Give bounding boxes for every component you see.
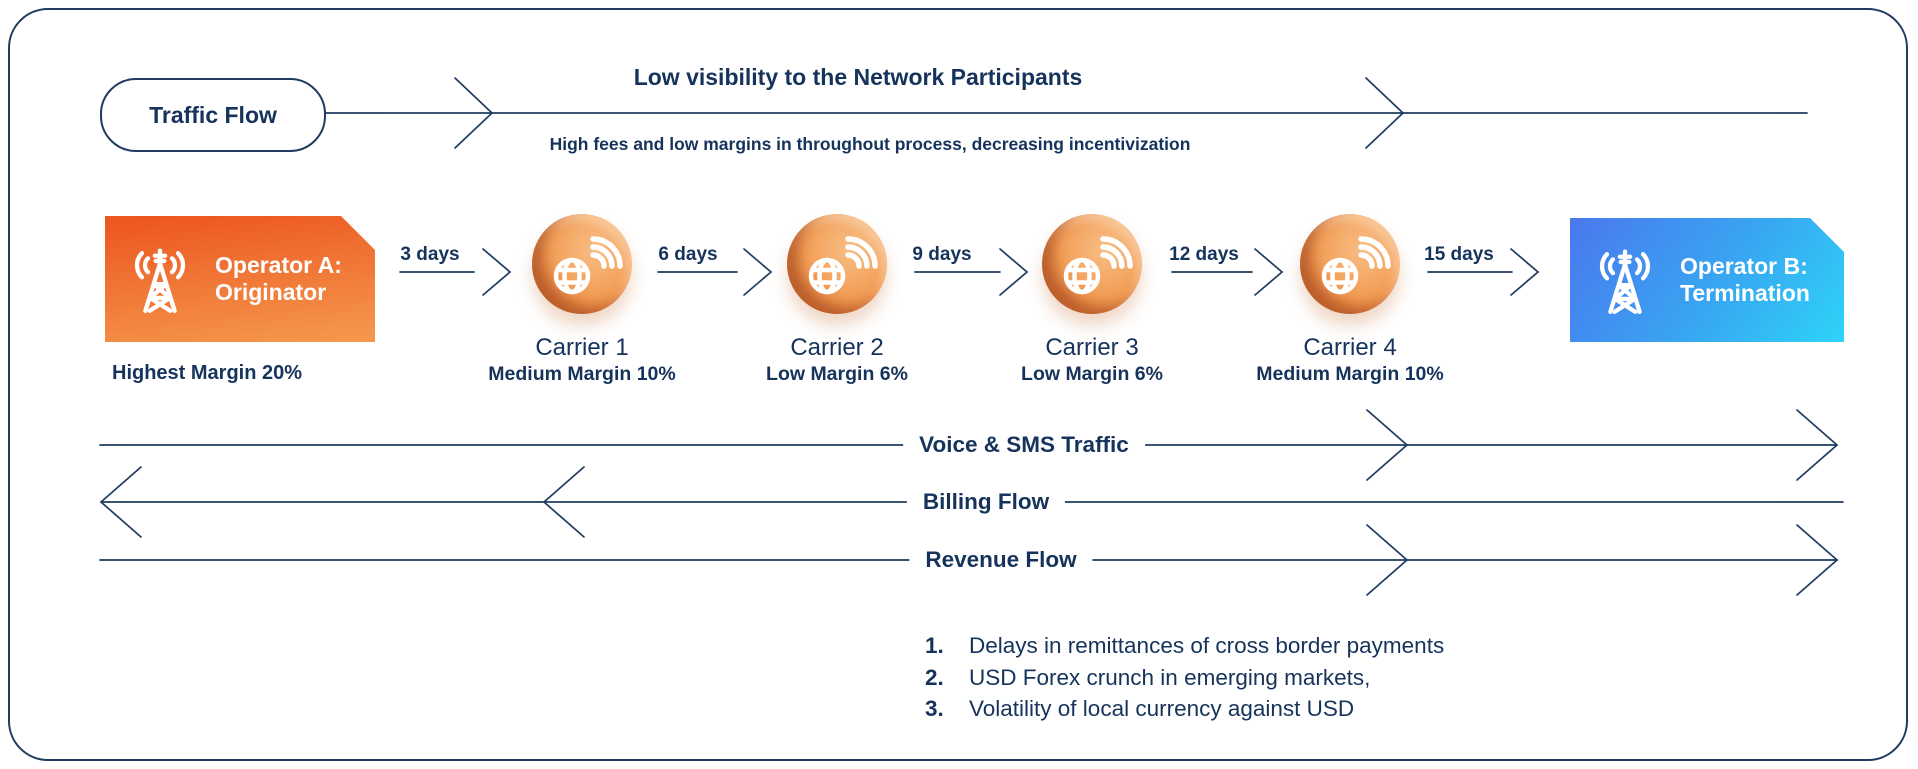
carrier-2-margin: Low Margin 6% bbox=[766, 363, 908, 385]
revenue-flow-label: Revenue Flow bbox=[909, 547, 1093, 573]
delay-label-1: 3 days bbox=[400, 244, 460, 265]
notes-list: 1. Delays in remittances of cross border… bbox=[925, 630, 1444, 725]
billing-flow-label: Billing Flow bbox=[906, 489, 1066, 515]
carrier-1-icon bbox=[532, 214, 632, 314]
delay-label-2: 6 days bbox=[658, 244, 718, 265]
traffic-flow-pill: Traffic Flow bbox=[100, 78, 326, 152]
carrier-2-name: Carrier 2 bbox=[790, 334, 884, 361]
carrier-2-icon bbox=[787, 214, 887, 314]
voice-sms-label: Voice & SMS Traffic bbox=[903, 432, 1145, 458]
note-text: Volatility of local currency against USD bbox=[969, 696, 1355, 721]
carrier-3-name: Carrier 3 bbox=[1045, 334, 1139, 361]
carrier-1-margin: Medium Margin 10% bbox=[488, 363, 676, 385]
globe-signal-icon bbox=[1321, 236, 1391, 295]
list-item: 1. Delays in remittances of cross border… bbox=[925, 630, 1444, 662]
carrier-4-icon bbox=[1300, 214, 1400, 314]
header-title: Low visibility to the Network Participan… bbox=[633, 64, 1083, 90]
list-item: 2. USD Forex crunch in emerging markets, bbox=[925, 662, 1444, 694]
operator-a-margin: Highest Margin 20% bbox=[112, 362, 303, 384]
delay-label-3: 9 days bbox=[912, 244, 972, 265]
globe-signal-icon bbox=[553, 236, 623, 295]
operator-a-box: Operator A: Originator bbox=[105, 216, 375, 342]
carrier-3-icon bbox=[1042, 214, 1142, 314]
traffic-flow-label: Traffic Flow bbox=[149, 101, 277, 128]
note-number: 2. bbox=[925, 664, 944, 690]
note-text: USD Forex crunch in emerging markets, bbox=[969, 664, 1371, 690]
note-number: 1. bbox=[925, 633, 944, 658]
diagram-border-card bbox=[8, 8, 1908, 761]
carrier-1-name: Carrier 1 bbox=[535, 334, 629, 361]
operator-b-label: Operator B: Termination bbox=[1680, 252, 1810, 306]
header-subtitle: High fees and low margins in throughout … bbox=[549, 134, 1191, 154]
delay-label-4: 12 days bbox=[1169, 244, 1239, 265]
radio-tower-icon bbox=[117, 236, 203, 322]
globe-signal-icon bbox=[1063, 236, 1133, 295]
globe-signal-icon bbox=[808, 236, 878, 295]
carrier-4-name: Carrier 4 bbox=[1303, 334, 1397, 361]
delay-label-5: 15 days bbox=[1424, 244, 1494, 265]
carrier-4-margin: Medium Margin 10% bbox=[1256, 363, 1444, 385]
radio-tower-icon bbox=[1582, 237, 1668, 323]
note-number: 3. bbox=[925, 696, 944, 721]
carrier-3-margin: Low Margin 6% bbox=[1021, 363, 1163, 385]
note-text: Delays in remittances of cross border pa… bbox=[969, 633, 1445, 658]
operator-b-box: Operator B: Termination bbox=[1570, 218, 1844, 342]
list-item: 3. Volatility of local currency against … bbox=[925, 693, 1444, 725]
operator-a-label: Operator A: Originator bbox=[215, 251, 342, 305]
